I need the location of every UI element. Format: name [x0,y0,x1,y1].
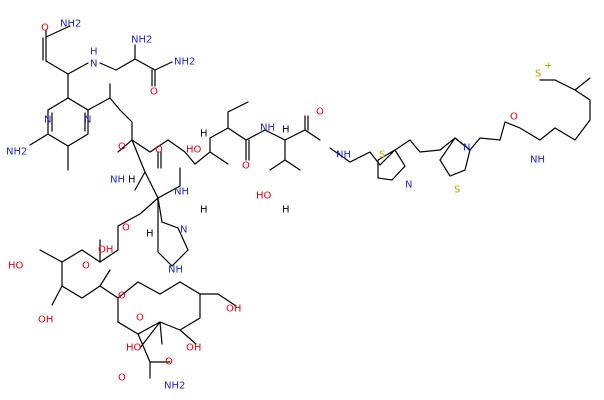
atom-o-amide1: O [41,23,49,34]
atom-ho-2: HO [256,191,272,202]
atom-n-im1: N [180,225,187,236]
atom-o-carbam: O [165,357,173,368]
atom-h-st4: H [282,125,290,136]
atom-h-st1: H [128,175,136,186]
atom-nh2-c: NH2 [174,57,195,68]
atom-plus: + [544,61,552,72]
atom-ho-1: HO [186,145,202,156]
atom-o-c4: O [316,107,324,118]
atom-nh2-top: NH2 [60,19,81,30]
atom-ho-3: HO [8,261,24,272]
atom-n-pyr1: N [44,115,51,126]
atom-oh-4: OH [186,343,201,354]
atom-o-carb1: O [118,142,126,153]
atom-nh2-pyr: NH2 [6,147,27,158]
atom-nh-5: NH [530,155,545,166]
atom-o-ring2: O [136,313,144,324]
atom-nh-2: NH [174,187,189,198]
atom-ho-4: HO [126,343,142,354]
atom-h-st6: H [146,229,154,240]
atom-nh2-carbam: NH2 [164,381,185,392]
atom-n-thz2: N [463,143,470,154]
atom-h-st2: H [200,205,208,216]
atom-o-carbam2: O [118,373,126,384]
atom-oh-2: OH [38,315,53,326]
atom-s-thz1: S [379,150,385,161]
atom-nh-4: NH [336,150,351,161]
bonds [29,25,591,379]
atom-n-amine: N [90,59,97,70]
atom-oh-1: OH [98,245,113,256]
atom-h-st5: H [282,205,290,216]
atom-h-st3: H [200,129,208,140]
atom-n-pyr2: N [84,115,91,126]
atom-s-plus: S [535,69,541,80]
atom-o-c2: O [155,145,163,156]
atom-oh-3: OH [226,304,241,315]
atom-nh2-b: NH2 [131,35,152,46]
atom-n-im2: NH [168,265,183,276]
atom-nh-1: NH [110,175,125,186]
atom-o-c3: O [242,161,250,172]
atom-o-c5: O [510,112,518,123]
atom-nh-3: NH [260,123,275,134]
atom-o-ring1: O [82,261,90,272]
atom-o-glyc: O [122,223,130,234]
atom-h-amine: H [90,47,98,58]
atom-n-thz1: N [405,180,412,191]
atom-s-thz2: S [454,185,460,196]
atom-o-link: O [118,291,126,302]
atom-o-amide2: O [150,87,158,98]
atom-labels: NH2 O NH2 N H NH2 O N N NH2 O NH H O NH … [6,19,552,392]
